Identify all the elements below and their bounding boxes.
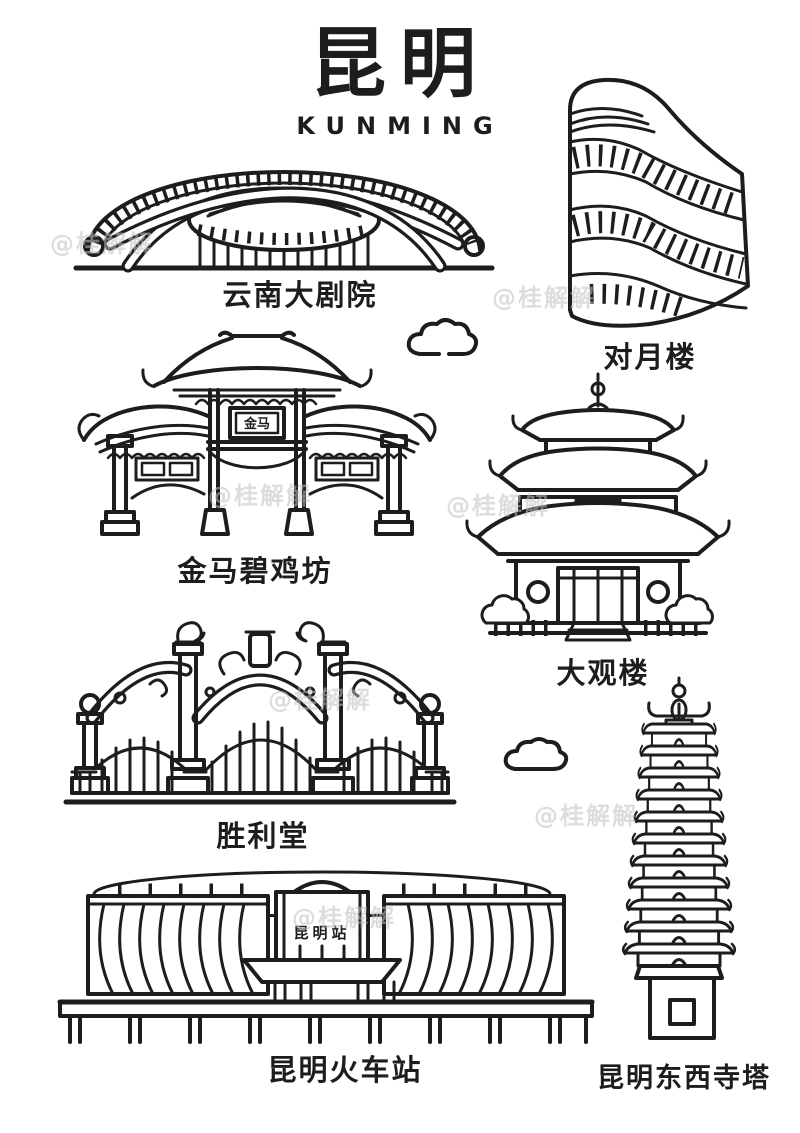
watermark: @桂解解 [446,492,550,520]
label-daguan-tower: 大观楼 [556,656,650,690]
watermark: @桂解解 [208,482,312,510]
archway-plaque-text: 金马 [243,416,270,432]
illustration-east-west-temple-pagodas [621,676,737,1040]
label-yunnan-grand-theatre: 云南大剧院 [222,278,378,312]
page-title: 昆明 [310,19,490,108]
watermark: @桂解解 [534,802,638,830]
label-duiyue-tower: 对月楼 [603,340,697,374]
watermark: @桂解解 [50,230,154,258]
illustration-kunming-railway-station: 昆明站 [57,870,595,1044]
label-jinma-biji-archway: 金马碧鸡坊 [177,554,333,588]
watermark: @桂解解 [292,904,396,932]
illustration-daguan-tower [465,372,731,642]
illustration-jinma-biji-archway: 金马 [77,330,437,536]
watermark: @桂解解 [492,284,596,312]
page-subtitle: KUNMING [296,112,504,140]
watermark: @桂解解 [268,686,372,714]
illustration-duiyue-tower [568,77,750,328]
label-kunming-railway-station: 昆明火车站 [267,1053,423,1087]
label-east-west-temple-pagodas: 昆明东西寺塔 [597,1063,771,1094]
cloud-doodle-icon [503,737,569,771]
cloud-doodle-icon [406,318,479,356]
illustration-victory-hall [63,621,457,805]
illustration-yunnan-grand-theatre [73,170,495,273]
station-sign-text: 昆明站 [293,924,350,942]
label-victory-hall: 胜利堂 [216,819,310,853]
